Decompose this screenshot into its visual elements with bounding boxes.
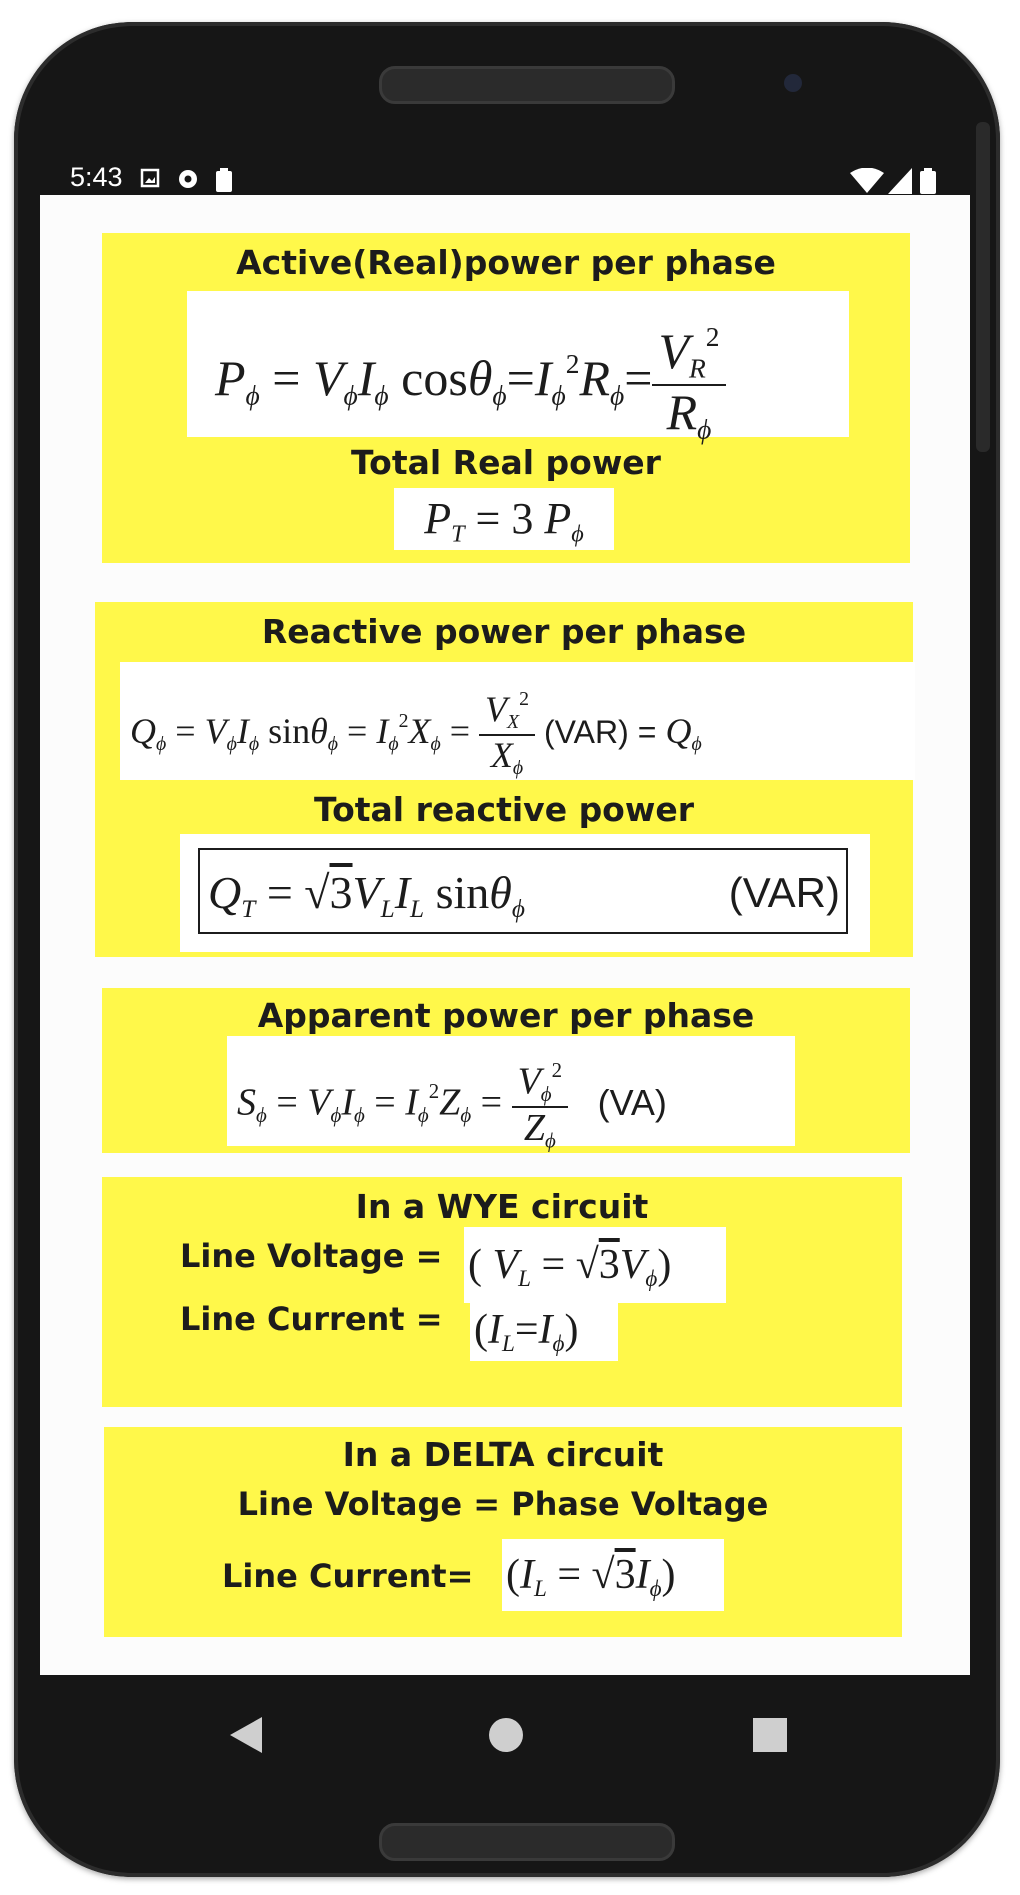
total-reactive-power-box: QT = √3VLIL sinθϕ (VAR) (180, 834, 870, 952)
card-title: In a DELTA circuit (342, 1435, 664, 1474)
card-title: In a WYE circuit (355, 1187, 649, 1226)
line-current-label: Line Current = (180, 1300, 443, 1338)
line-voltage-text: Line Voltage = Phase Voltage (237, 1485, 769, 1523)
battery-icon (920, 168, 936, 194)
bottom-speaker (379, 1823, 675, 1861)
wifi-icon (850, 168, 884, 193)
card-title: Active(Real)power per phase (236, 243, 776, 282)
wye-line-current-formula: (IL=Iϕ) (470, 1299, 618, 1361)
status-time: 5:43 (70, 162, 123, 192)
delta-line-current-formula: (IL = √3Iϕ) (502, 1539, 724, 1611)
back-button[interactable] (228, 1715, 264, 1755)
total-real-power-formula: PT = 3 Pϕ (394, 488, 614, 550)
settings-icon (179, 170, 197, 188)
earpiece-speaker (379, 66, 675, 104)
reactive-power-card: Reactive power per phase Qϕ = VϕIϕ sinθϕ… (95, 602, 915, 957)
line-current-label: Line Current= (222, 1557, 474, 1595)
card-subtitle: Total reactive power (313, 790, 695, 829)
phone-side-button (976, 122, 990, 452)
card-title: Reactive power per phase (261, 612, 747, 651)
card-subtitle: Total Real power (351, 443, 661, 482)
app-screen: Active(Real)power per phase Pϕ = VϕIϕ co… (40, 195, 970, 1675)
home-button[interactable] (486, 1715, 526, 1755)
apparent-power-card: Apparent power per phase Sϕ = VϕIϕ = Iϕ2… (102, 988, 910, 1153)
photo-icon (140, 168, 160, 188)
delta-circuit-card: In a DELTA circuit Line Voltage = Phase … (104, 1427, 902, 1637)
overview-button[interactable] (752, 1717, 788, 1753)
wye-circuit-card: In a WYE circuit Line Voltage = ( VL = √… (102, 1177, 902, 1407)
card-title: Apparent power per phase (257, 996, 755, 1035)
total-reactive-power-formula: QT = √3VLIL sinθϕ (VAR) (198, 848, 848, 934)
battery-saver-icon (216, 168, 232, 192)
active-power-card: Active(Real)power per phase Pϕ = VϕIϕ co… (102, 233, 910, 563)
wye-line-voltage-formula: ( VL = √3Vϕ) (464, 1227, 726, 1303)
front-camera (784, 74, 802, 92)
navigation-bar (40, 1675, 970, 1795)
status-bar: 5:43 (40, 158, 970, 200)
signal-icon (888, 168, 912, 194)
line-voltage-label: Line Voltage = (180, 1237, 443, 1275)
